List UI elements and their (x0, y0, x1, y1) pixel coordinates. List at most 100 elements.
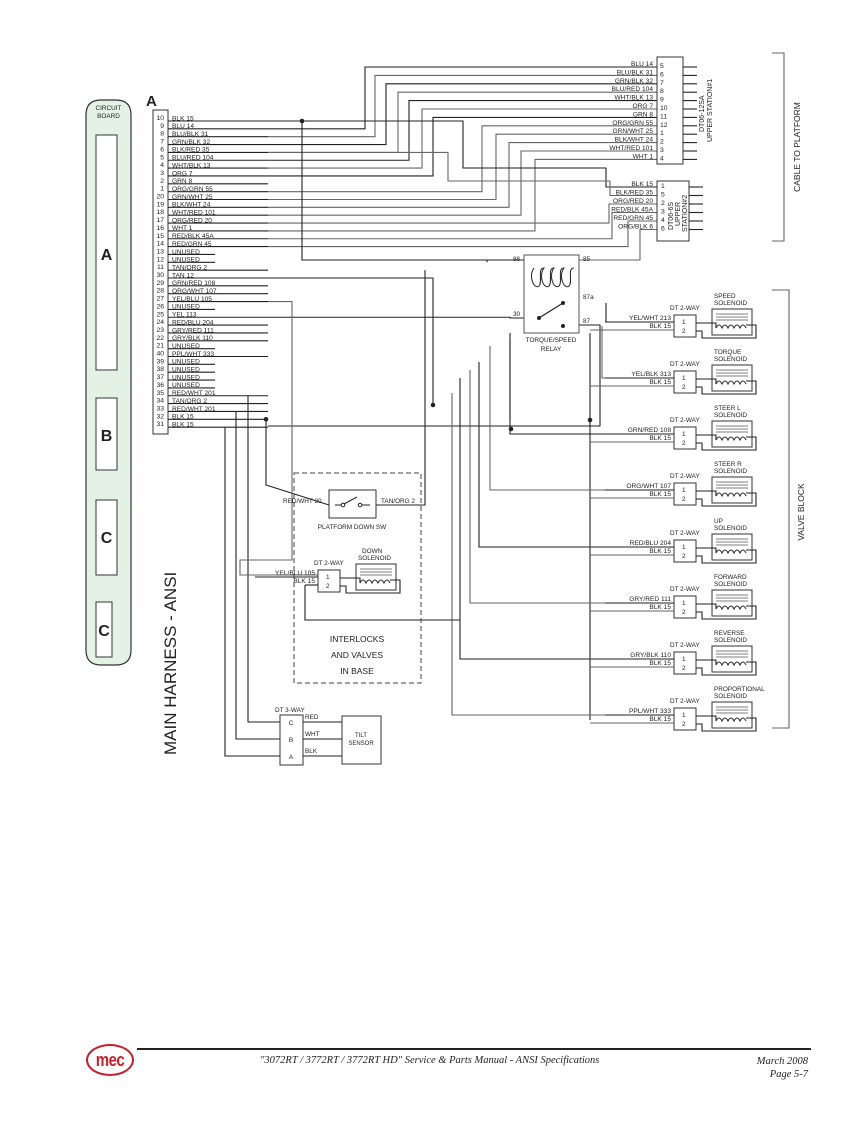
connector-a-pin-number: 21 (156, 343, 164, 350)
connector-a-pin-number: 27 (156, 296, 164, 303)
connector-a-wire-label: GRN 8 (172, 178, 192, 185)
dt-2way-connector (673, 426, 697, 450)
switch-left-wire: RED/WHT 20 (283, 498, 322, 505)
ground-wire-label: BLK 15 (649, 435, 671, 442)
connector-a-pin-number: 15 (156, 233, 164, 240)
tilt-sensor-name-1: TILT (355, 733, 367, 739)
board-slot-b-label: B (101, 428, 113, 445)
connector-a-wire-label: GRN/WHT 25 (172, 194, 213, 201)
coil-icon (359, 579, 391, 585)
wire-route (268, 125, 657, 193)
wire-route (478, 362, 605, 548)
platform-down-switch: RED/WHT 20 TAN/ORG 2 PLATFORM DOWN SW (283, 489, 415, 531)
connector-a-pin-number: 18 (156, 209, 164, 216)
connector-a-pin-number: 32 (156, 413, 164, 420)
pin-2: 2 (682, 721, 686, 728)
wire-route (605, 303, 607, 323)
connector-a-wire-label: YEL/BLU 105 (172, 296, 212, 303)
us2-pin-number: 2 (661, 200, 665, 207)
wire-route (268, 211, 657, 240)
connector-a-wire-label: BLK 15 (172, 115, 194, 122)
solenoid-wire-label: PPL/WHT 333 (629, 708, 671, 715)
us1-pin-number: 10 (660, 105, 668, 112)
relay-coil-icon (531, 267, 575, 288)
us2-pin-number: 4 (661, 217, 665, 224)
us2-wire-label: RED/BLK 45A (611, 207, 653, 214)
connector-a-pin-number: 17 (156, 217, 164, 224)
pin-2: 2 (682, 496, 686, 503)
solenoid-name: PROPORTIONAL (714, 686, 765, 693)
connector-a-wire-label: RED/GRN 45 (172, 241, 212, 248)
us1-wire-label: GRN/BLK 32 (615, 78, 653, 85)
connector-a-wire-label: RED/WHT 201 (172, 390, 216, 397)
solenoid-name-2: SOLENOID (714, 356, 747, 363)
dt-2way-label: DT 2-WAY (670, 642, 700, 649)
connector-a-wire-label: UNUSED (172, 257, 200, 264)
dt-2way-label: DT 2-WAY (314, 560, 344, 567)
ground-wire-label: BLK 15 (649, 604, 671, 611)
pin-1: 1 (682, 487, 686, 494)
relay-switch-arm (538, 302, 564, 319)
connector-a-wire-label: BLU/BLK 31 (172, 131, 209, 138)
us1-wire-label: BLK/WHT 24 (615, 137, 654, 144)
ground-wire-label: BLK 15 (293, 578, 315, 585)
dt-2way-label: DT 2-WAY (670, 305, 700, 312)
tilt-wire-blk: BLK (305, 748, 318, 755)
connector-a-pin-number: 3 (160, 170, 164, 177)
us2-pin-number: 5 (661, 192, 665, 199)
wire-route (268, 324, 601, 427)
solenoid-wire-label: RED/BLU 204 (630, 540, 672, 547)
pin-2: 2 (326, 583, 330, 590)
connector-a-wire-label: RED/WHT 201 (172, 406, 216, 413)
connector-a-pin-number: 30 (156, 272, 164, 279)
wire-route (265, 419, 330, 506)
connector-a-pin-number: 6 (160, 146, 164, 153)
relay-terminal-85: 85 (583, 256, 591, 263)
us1-wire-label: WHT/RED 101 (609, 145, 653, 152)
wire-route (268, 133, 657, 201)
us2-pin-number: 1 (661, 183, 665, 190)
wire-route (268, 277, 434, 405)
wire-route (247, 395, 280, 723)
connector-a-pin-number: 10 (156, 115, 164, 122)
dt-2way-label: DT 2-WAY (670, 417, 700, 424)
relay-name-2: RELAY (541, 346, 562, 353)
connector-a-pin-number: 20 (156, 194, 164, 201)
wire-route (301, 121, 524, 261)
solenoid-name-2: SOLENOID (714, 693, 747, 700)
dt-3way-label: DT 3-WAY (275, 707, 305, 714)
connector-a-wire-label: GRN/BLK 32 (172, 139, 210, 146)
us1-wire-label: ORG/GRN 55 (612, 120, 653, 127)
dt-2way-label: DT 2-WAY (670, 530, 700, 537)
ground-wire-label: BLK 15 (649, 660, 671, 667)
solenoid-name: FORWARD (714, 574, 747, 581)
circuit-board: CIRCUIT BOARD A B C C (85, 99, 132, 666)
connector-a-wire-label: GRY/RED 111 (172, 327, 214, 334)
board-slot-c1 (95, 499, 118, 576)
connector-a-wire-label: BLK/WHT 24 (172, 202, 211, 209)
us1-wire-label: ORG 7 (632, 103, 653, 110)
dt-2way-connector (673, 314, 697, 338)
connector-a-wire-label: BLU 14 (172, 123, 194, 130)
connector-a-wire-label: WHT/BLK 13 (172, 162, 211, 169)
wire-route (235, 411, 280, 740)
us2-pin-number: 6 (661, 226, 665, 233)
dt-2way-label: DT 2-WAY (670, 361, 700, 368)
coil-icon (715, 492, 747, 498)
connector-a-wire-label: ORG/WHT 107 (172, 288, 217, 295)
pin-2: 2 (682, 384, 686, 391)
connector-a-pin-number: 1 (160, 186, 164, 193)
pin-2: 2 (682, 440, 686, 447)
relay-terminal-30: 30 (513, 311, 521, 318)
us1-name-2: UPPER STATION#1 (707, 79, 714, 142)
connector-a-wire-label: ORG 7 (172, 170, 193, 177)
dt-3way-connector (279, 714, 304, 766)
pin-1: 1 (682, 375, 686, 382)
wire-route (268, 151, 657, 197)
connector-a-wire-label: WHT 1 (172, 225, 193, 232)
